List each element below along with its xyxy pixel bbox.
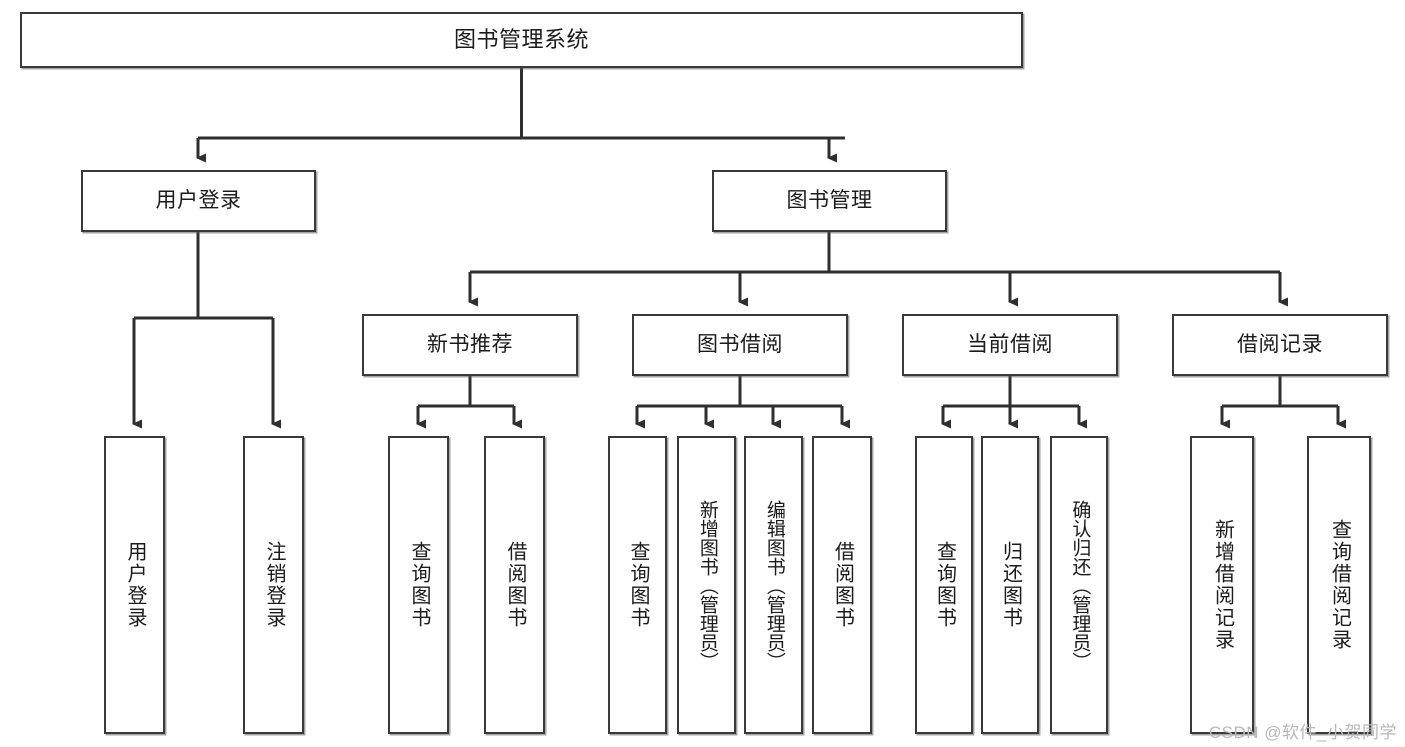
node-book-borrow[interactable]: 图书借阅 (632, 314, 848, 376)
node-label: 图书管理系统 (453, 27, 589, 53)
node-leaf-borrow-book[interactable]: 借阅图书 (812, 436, 872, 734)
node-label: 用户登录 (124, 541, 146, 629)
node-borrow-record[interactable]: 借阅记录 (1172, 314, 1388, 376)
node-label: 新书推荐 (427, 332, 513, 356)
node-leaf-add-book[interactable]: 新增图书（管理员） (677, 436, 736, 734)
node-label: 查询图书 (627, 541, 649, 629)
node-label: 图书借阅 (697, 332, 783, 356)
node-leaf-query-book-recommend[interactable]: 查询图书 (388, 436, 449, 734)
node-label: 借阅图书 (504, 541, 526, 629)
node-leaf-logout-login[interactable]: 注销登录 (243, 436, 304, 734)
node-label: 用户登录 (155, 188, 242, 212)
node-book-manage[interactable]: 图书管理 (712, 170, 947, 232)
node-leaf-return-book[interactable]: 归还图书 (981, 436, 1039, 734)
node-leaf-add-borrow-record[interactable]: 新增借阅记录 (1190, 436, 1254, 734)
node-label: 归还图书 (999, 541, 1022, 629)
node-label: 查询图书 (933, 541, 956, 629)
node-current-borrow[interactable]: 当前借阅 (902, 314, 1118, 376)
node-label: 确认归还（管理员） (1069, 499, 1091, 671)
node-label: 注销登录 (263, 541, 285, 629)
node-label: 新增借阅记录 (1211, 519, 1234, 651)
node-leaf-user-login[interactable]: 用户登录 (104, 436, 165, 734)
node-leaf-confirm-return[interactable]: 确认归还（管理员） (1050, 436, 1108, 734)
node-label: 当前借阅 (967, 332, 1053, 356)
node-leaf-query-book-current[interactable]: 查询图书 (915, 436, 973, 734)
node-label: 编辑图书（管理员） (763, 499, 785, 671)
node-root-book-management-system[interactable]: 图书管理系统 (20, 12, 1023, 68)
node-label: 查询借阅记录 (1328, 519, 1351, 651)
node-label: 借阅图书 (831, 541, 854, 629)
node-new-book-recommend[interactable]: 新书推荐 (362, 314, 578, 376)
node-leaf-query-book-borrow[interactable]: 查询图书 (608, 436, 667, 734)
node-label: 借阅记录 (1237, 332, 1323, 356)
node-label: 新增图书（管理员） (696, 499, 718, 671)
node-label: 图书管理 (786, 188, 873, 212)
node-leaf-query-borrow-record[interactable]: 查询借阅记录 (1307, 436, 1371, 734)
node-label: 查询图书 (408, 541, 430, 629)
node-leaf-edit-book[interactable]: 编辑图书（管理员） (744, 436, 803, 734)
csdn-watermark: CSDN @软件_小贺同学 (1208, 723, 1397, 742)
node-user-login[interactable]: 用户登录 (81, 170, 316, 232)
node-leaf-borrow-book-recommend[interactable]: 借阅图书 (484, 436, 545, 734)
